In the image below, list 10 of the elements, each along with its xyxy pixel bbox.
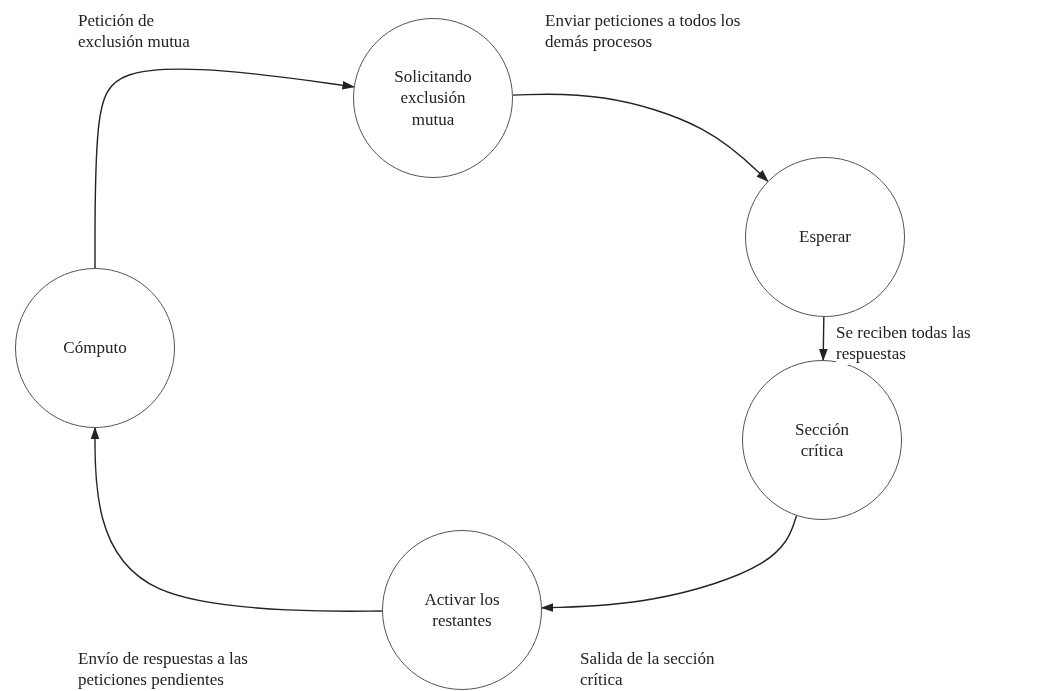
state-label: Activar los restantes xyxy=(423,588,501,632)
state-label: Sección crítica xyxy=(794,418,850,462)
arrow xyxy=(512,93,769,183)
state-label: Solicitando exclusión mutua xyxy=(393,66,473,130)
arrow xyxy=(90,426,383,612)
state-label: Cómputo xyxy=(62,337,128,359)
arrow xyxy=(818,316,828,362)
arrow xyxy=(540,515,798,612)
state-label: Esperar xyxy=(798,226,852,248)
arrow xyxy=(94,68,356,269)
